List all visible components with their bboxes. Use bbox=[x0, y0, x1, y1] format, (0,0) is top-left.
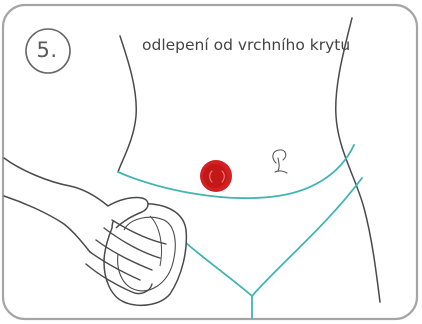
body-right-contour bbox=[336, 18, 380, 302]
underwear-left-leg bbox=[178, 236, 252, 296]
step-number: 5. bbox=[24, 35, 70, 65]
body-left-contour bbox=[118, 36, 136, 172]
underwear-waistband bbox=[118, 145, 354, 198]
stoma-icon bbox=[200, 160, 232, 192]
step-caption: odlepení od vrchního krytu bbox=[142, 36, 406, 54]
navel-icon bbox=[273, 150, 287, 173]
underwear-right-leg bbox=[252, 178, 362, 296]
